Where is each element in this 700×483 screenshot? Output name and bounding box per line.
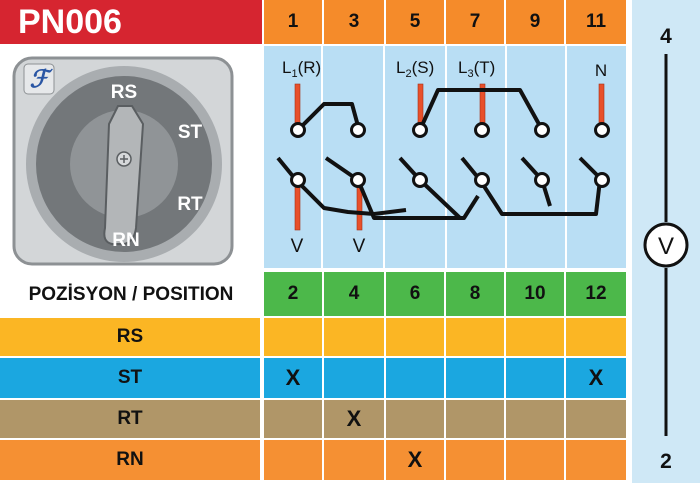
position-cell — [386, 318, 444, 356]
position-cell — [324, 440, 384, 480]
contact-bar-1 — [294, 83, 301, 129]
contact-bar-11 — [598, 83, 605, 129]
terminal-9 — [534, 122, 550, 138]
terminal-1 — [290, 122, 306, 138]
position-cell: X — [566, 358, 626, 398]
terminal-3 — [350, 122, 366, 138]
knob-label-rn: RN — [112, 230, 139, 251]
wire-4 — [418, 88, 542, 131]
line-label-n: N — [595, 61, 607, 80]
position-cell — [446, 318, 504, 356]
position-cell — [264, 400, 322, 438]
top-terminal-5: 5 — [386, 0, 444, 44]
position-cell — [324, 318, 384, 356]
terminals — [290, 122, 610, 188]
terminal-11 — [594, 122, 610, 138]
terminal-2 — [290, 172, 306, 188]
meter-symbol: V — [658, 233, 674, 260]
knob-handle — [103, 105, 145, 245]
terminal-12 — [594, 172, 610, 188]
line-label-l3: L3(T) — [458, 58, 495, 80]
knob-label-rt: RT — [177, 194, 203, 215]
position-cell — [506, 318, 564, 356]
position-label-rt: RT — [0, 400, 260, 438]
bottom-terminal-6: 6 — [386, 272, 444, 316]
bottom-terminal-2: 2 — [264, 272, 322, 316]
position-cell — [446, 400, 504, 438]
position-label-st: ST — [0, 358, 260, 398]
bottom-terminal-8: 8 — [446, 272, 504, 316]
top-terminal-9: 9 — [506, 0, 564, 44]
bottom-terminal-12: 12 — [566, 272, 626, 316]
line-label-l2: L2(S) — [396, 58, 434, 80]
top-terminal-3: 3 — [324, 0, 384, 44]
position-label-rn: RN — [0, 440, 260, 480]
position-cell — [566, 440, 626, 480]
top-terminal-11: 11 — [566, 0, 626, 44]
wire-6 — [460, 156, 602, 216]
voltmeter-label-2: V — [353, 236, 366, 257]
terminal-6 — [412, 172, 428, 188]
position-cell — [386, 358, 444, 398]
position-cell: X — [324, 400, 384, 438]
terminal-5 — [412, 122, 428, 138]
terminal-8 — [474, 172, 490, 188]
diagram-column-dividers — [321, 46, 567, 268]
terminal-7 — [474, 122, 490, 138]
terminal-10 — [534, 172, 550, 188]
top-terminal-7: 7 — [446, 0, 504, 44]
voltmeter-label-1: V — [291, 236, 304, 257]
position-cell — [506, 358, 564, 398]
position-cell — [446, 440, 504, 480]
position-cell — [324, 358, 384, 398]
position-cell — [566, 400, 626, 438]
bottom-terminal-10: 10 — [506, 272, 564, 316]
position-cell — [386, 400, 444, 438]
model-title: PN006 — [0, 0, 262, 44]
brand-logo-box — [23, 63, 55, 95]
position-cell — [506, 440, 564, 480]
position-label-rs: RS — [0, 318, 260, 356]
contact-bar-2 — [294, 181, 301, 231]
meter-bottom-label: 2 — [660, 450, 672, 473]
voltmeter-diagram: V 4 2 — [643, 25, 689, 473]
switch-knob-illustration: RS ST RT RN ℱ — [12, 56, 234, 266]
position-cell — [264, 318, 322, 356]
position-cell — [264, 440, 322, 480]
top-terminal-1: 1 — [264, 0, 322, 44]
position-cell — [566, 318, 626, 356]
terminal-4 — [350, 172, 366, 188]
position-title: POZİSYON / POSITION — [28, 284, 234, 305]
wiring-diagram: L1(R) L2(S) L3(T) N V V — [264, 46, 626, 268]
position-cell — [446, 358, 504, 398]
position-cell: X — [264, 358, 322, 398]
wire-3 — [324, 156, 480, 220]
line-label-l1: L1(R) — [282, 58, 321, 80]
meter-top-label: 4 — [660, 25, 672, 48]
wire-1 — [296, 102, 360, 132]
position-cell — [506, 400, 564, 438]
voltmeter-icon — [643, 222, 689, 268]
knob-screw-slot — [120, 155, 128, 163]
knob-label-rs: RS — [111, 82, 137, 103]
knob-label-st: ST — [178, 122, 203, 143]
position-cell: X — [386, 440, 444, 480]
bottom-terminal-4: 4 — [324, 272, 384, 316]
